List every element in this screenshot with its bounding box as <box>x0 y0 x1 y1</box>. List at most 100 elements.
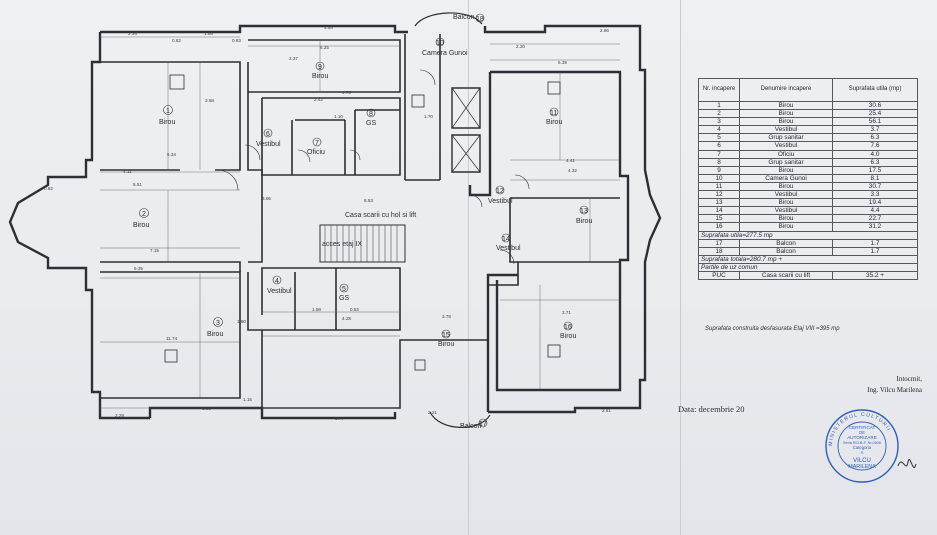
dimension: 3.77 <box>335 416 344 421</box>
row-number: 14 <box>698 206 740 216</box>
common-name: Casa scarii cu lift <box>739 270 833 281</box>
row-area: 7.6 <box>832 141 918 151</box>
dimension: 7.15 <box>150 248 159 253</box>
balcony-top-label: Balcon <box>453 14 475 21</box>
dimension: 1.58 <box>312 307 321 312</box>
row-number: 18 <box>698 246 740 256</box>
rooms-6-7-8-walls <box>261 97 401 176</box>
dimension: 5.35 <box>134 266 143 271</box>
row-name: Camera Gunoi <box>739 173 833 183</box>
dimension: 2.21 <box>428 410 437 415</box>
stamp-text: DE <box>859 430 865 435</box>
room-2-walls <box>100 62 263 272</box>
row-area: 17.5 <box>832 165 918 175</box>
rooms-4-5-walls <box>247 267 401 331</box>
elevators <box>451 87 481 173</box>
row-area: 4.4 <box>832 206 918 216</box>
row-area: 6.3 <box>832 133 918 143</box>
dimension: 1.80 <box>237 319 246 324</box>
row-number: 1 <box>698 100 740 111</box>
row-area: 31.2 <box>832 222 918 232</box>
room-5-label: GS <box>339 295 349 302</box>
common-parts-title: Partile de uz comun <box>698 262 918 272</box>
row-name: Vestibul <box>739 141 833 151</box>
row-area: 8.1 <box>832 173 918 183</box>
row-name: Grup sanitar <box>739 157 833 167</box>
dimension: 2.42 <box>314 97 323 102</box>
row-area: 30.6 <box>832 100 918 111</box>
row-area: 56.1 <box>832 117 918 127</box>
row-number: 10 <box>698 173 740 183</box>
room-16-label: Birou <box>560 333 576 340</box>
author-title: Intocmit, <box>896 375 922 383</box>
dimension: 0.83 <box>232 38 241 43</box>
row-number: 17 <box>698 238 740 248</box>
header-name: Denumire incapere <box>739 78 833 102</box>
stamp-text: AUTORIZARE <box>847 435 877 440</box>
room-12-label: Vestibul <box>488 198 513 205</box>
stamp-text: A <box>861 450 864 455</box>
room-18-number: 18 <box>476 16 484 23</box>
built-area-footnote: Suprafata construita desfasurata Etaj VI… <box>705 326 840 332</box>
row-number: 5 <box>698 133 740 143</box>
room-8-number: 8 <box>369 111 373 118</box>
dimension: 3.58 <box>205 98 214 103</box>
room-11-number: 11 <box>550 110 557 117</box>
room-15-label: Birou <box>438 341 454 348</box>
dimension: 2.29 <box>115 413 124 418</box>
dimension: 2.81 <box>602 408 611 413</box>
dimension: 5.51 <box>133 182 142 187</box>
row-number: 13 <box>698 198 740 208</box>
header-area: Suprafata utila (mp) <box>832 78 918 102</box>
dimension: 2.30 <box>516 44 525 49</box>
room-1-number: 1 <box>166 108 170 115</box>
balcony-top <box>414 12 483 27</box>
room-9-walls <box>248 39 401 93</box>
dimension: 4.32 <box>568 168 577 173</box>
row-name: Birou <box>739 198 833 208</box>
room-17-number: 17 <box>479 421 487 428</box>
row-area: 30.7 <box>832 181 918 192</box>
room-6-label: Vestibul <box>256 141 281 148</box>
dimension: 4.41 <box>566 158 575 163</box>
stamp-text: MARILENA <box>848 464 876 470</box>
row-name: Balcon <box>739 238 833 248</box>
stamp-text: Categoria <box>853 445 872 450</box>
dimension: 0.82 <box>44 186 53 191</box>
row-number: 8 <box>698 157 740 167</box>
authorization-stamp: MINISTERUL CULTURII CERTIFICAT DE AUTORI… <box>825 409 917 483</box>
dimension: 4.54 <box>324 25 333 30</box>
balcony-bottom-label: Balcon <box>460 423 482 430</box>
row-name: Birou <box>739 222 833 232</box>
row-number: 16 <box>698 222 740 232</box>
row-area: 3.3 <box>832 190 918 200</box>
dimension: 0.53 <box>350 307 359 312</box>
room-12-number: 12 <box>496 188 504 195</box>
dimension: 6.39 <box>558 60 567 65</box>
room-4-number: 4 <box>275 278 279 285</box>
room-1-walls <box>100 61 241 171</box>
header-nr: Nr. incapere <box>698 78 740 102</box>
balcony-bottom <box>429 411 491 428</box>
row-number: 2 <box>698 109 740 119</box>
row-area: 19.4 <box>832 198 918 208</box>
room-13-walls <box>488 197 620 286</box>
room-11-label: Birou <box>546 119 562 126</box>
outer-wall-east <box>483 24 662 414</box>
row-number: 11 <box>698 181 740 192</box>
row-number: 4 <box>698 125 740 135</box>
dimension: 4.78 <box>342 90 351 95</box>
stamp-text: CERTIFICAT <box>849 425 876 430</box>
row-number: 3 <box>698 117 740 127</box>
author-name: Ing. Vilcu Marilena <box>867 386 922 394</box>
dimension: 5.34 <box>167 152 176 157</box>
